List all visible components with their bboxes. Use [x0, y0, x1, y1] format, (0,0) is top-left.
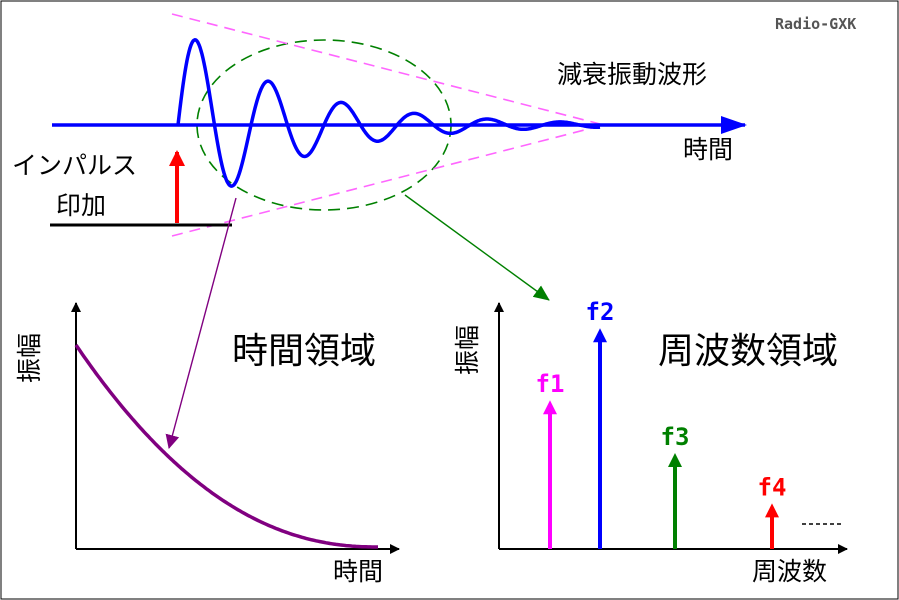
peak-f1-label: f1 — [536, 370, 565, 398]
peak-f3-arrowhead — [668, 453, 682, 467]
freq-domain-y-label: 振幅 — [453, 325, 482, 375]
time-domain-title: 時間領域 — [232, 331, 376, 372]
time-domain-x-label: 時間 — [333, 557, 383, 586]
peak-f3-label: f3 — [661, 423, 690, 451]
peak-f4-label: f4 — [758, 473, 787, 501]
arrow-to-time-domain — [165, 197, 237, 449]
waveform-label: 減衰振動波形 — [557, 60, 707, 89]
impulse-label-2: 印加 — [56, 191, 106, 220]
arrow-to-frequency-domain — [404, 194, 550, 301]
peak-f2-label: f2 — [586, 298, 615, 326]
decay-curve — [74, 344, 378, 549]
damped-wave — [176, 38, 601, 188]
frequency-peaks: f1 f2 f3 f4 — [536, 298, 787, 549]
impulse-label-1: インパルス — [12, 151, 137, 180]
time-axis-label: 時間 — [683, 135, 733, 164]
watermark: Radio-GXK — [775, 15, 856, 33]
peak-f1-arrowhead — [543, 400, 557, 415]
freq-domain-x-label: 周波数 — [752, 557, 827, 586]
upper-envelope — [171, 13, 601, 125]
time-domain-y-label: 振幅 — [15, 333, 44, 383]
freq-domain-title: 周波数領域 — [658, 331, 838, 372]
peak-f4-arrowhead — [765, 503, 779, 518]
lower-envelope — [171, 125, 601, 237]
peak-f2-arrowhead — [593, 328, 607, 343]
